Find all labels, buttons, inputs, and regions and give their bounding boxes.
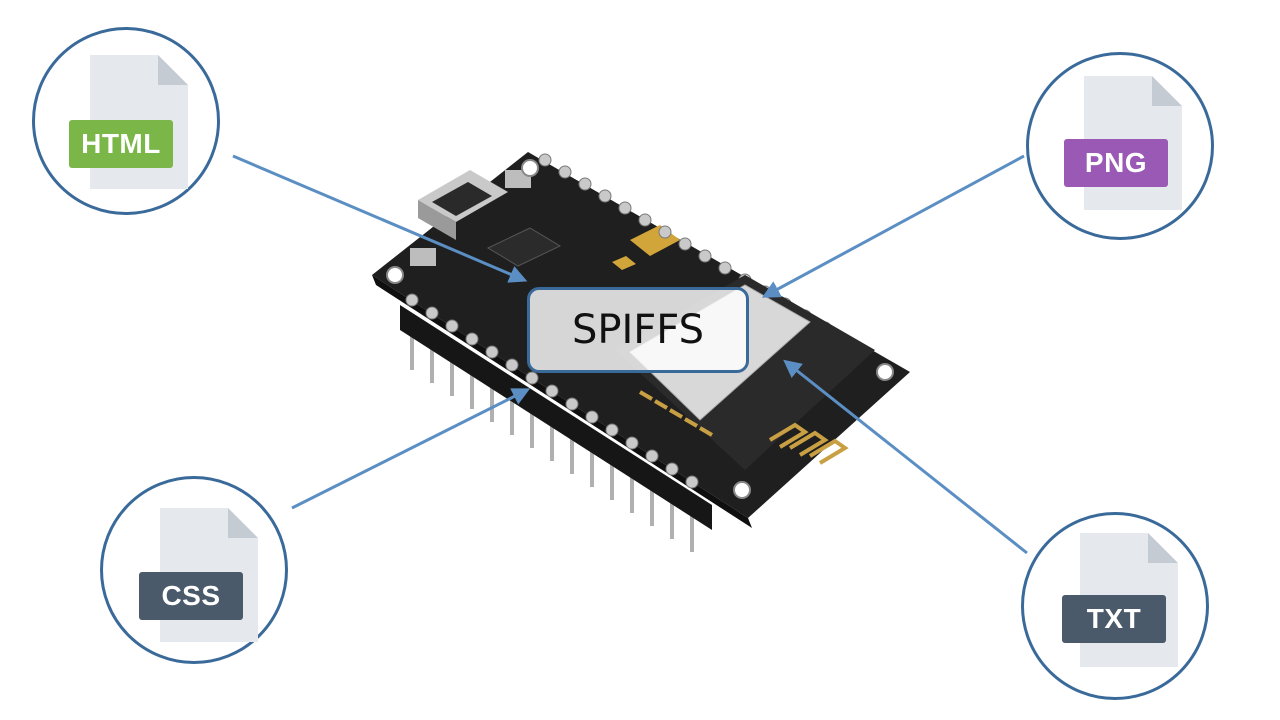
arrow-txt — [783, 359, 1028, 555]
mounting-holes — [386, 159, 894, 499]
pins-bottom — [405, 293, 699, 489]
arrow-html — [232, 154, 528, 283]
txt-label: TXT — [1062, 595, 1166, 643]
png-label: PNG — [1064, 139, 1168, 187]
spiffs-box: SPIFFS — [527, 287, 749, 373]
arrow-css — [291, 388, 531, 510]
html-label: HTML — [69, 120, 173, 168]
arrow-png — [761, 154, 1025, 298]
txt-file-node: TXT — [1021, 512, 1209, 700]
spiffs-label: SPIFFS — [571, 307, 704, 353]
png-file-node: PNG — [1026, 52, 1214, 240]
usb-connector — [418, 170, 508, 240]
css-file-node: CSS — [100, 476, 288, 664]
header-strip — [400, 305, 712, 530]
html-file-node: HTML — [32, 27, 220, 215]
css-label: CSS — [139, 572, 243, 620]
document-icon — [160, 508, 258, 642]
